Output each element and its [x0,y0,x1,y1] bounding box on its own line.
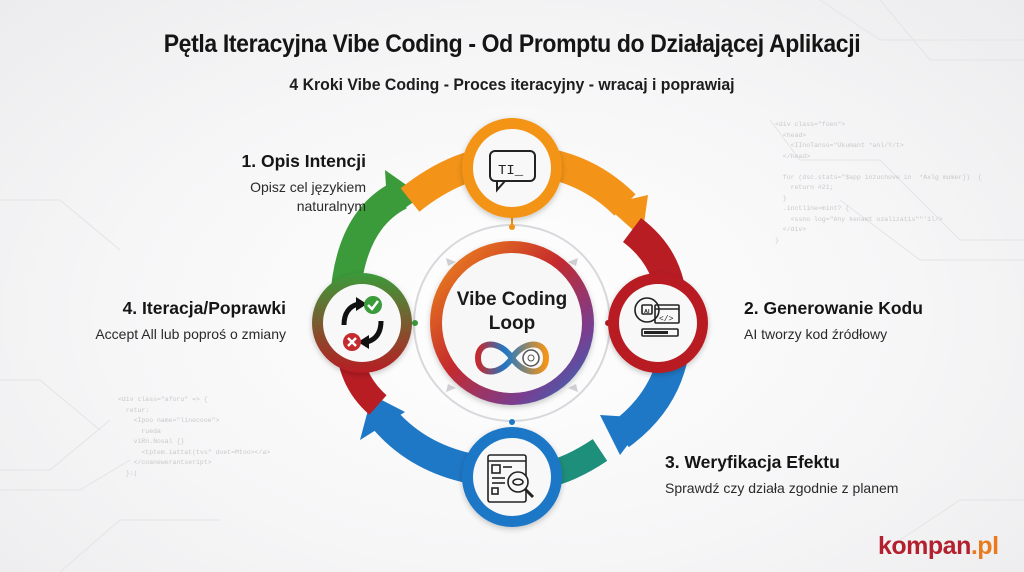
step-1-opis-intencji: 1. Opis Intencji Opisz cel językiem natu… [190,151,366,216]
ai-brain-code-icon [634,297,680,337]
step-3-description: Sprawdź czy działa zgodnie z planem [665,480,899,496]
step-2-generowanie-kodu: 2. Generowanie Kodu AI tworzy kod źródło… [744,298,923,344]
logo-name: kompan [878,532,971,560]
svg-text:</>: </> [659,315,674,324]
step-1-description: Opisz cel językiem naturalnym [190,178,366,216]
background-code-top-right: <div class="foen"> <head> <IInoTanso="Uk… [775,121,982,244]
kompan-logo[interactable]: kompan.pl [878,532,999,561]
svg-text:AI: AI [644,309,650,315]
svg-text:TI_: TI_ [498,163,524,179]
page-subtitle: 4 Kroki Vibe Coding - Proces iteracyjny … [289,75,735,94]
center-title-line1: Vibe Coding [456,289,568,310]
step-1-title: 1. Opis Intencji [241,151,366,171]
logo-tld: .pl [970,532,999,560]
step-2-description: AI tworzy kod źródłowy [744,326,888,342]
arrow-blue-left [373,409,481,485]
step-1-desc-line2: naturalnym [296,198,366,214]
step-4-title: 4. Iteracja/Poprawki [122,298,286,318]
step-1-desc-line1: Opisz cel językiem [250,179,366,195]
step-4-description: Accept All lub poproś o zmiany [95,326,286,342]
document-inspect-icon [487,454,535,503]
background-code-bottom-left: <div class="aforu" => { retur: <Ipoo nam… [118,396,271,477]
center-loop-title: Vibe Coding Loop [430,288,594,336]
page-title: Pętla Iteracyjna Vibe Coding - Od Prompt… [163,30,861,58]
center-title-line2: Loop [488,313,536,334]
chat-prompt-icon [489,150,536,193]
step-2-title: 2. Generowanie Kodu [744,298,923,318]
step-4-iteracja-poprawki: 4. Iteracja/Poprawki Accept All lub popr… [40,298,286,344]
refresh-accept-reject-icon [341,296,384,351]
infinity-ai-brain-icon [474,341,550,375]
step-3-weryfikacja-efektu: 3. Weryfikacja Efektu Sprawdź czy działa… [665,452,898,498]
step-3-title: 3. Weryfikacja Efektu [665,452,840,472]
